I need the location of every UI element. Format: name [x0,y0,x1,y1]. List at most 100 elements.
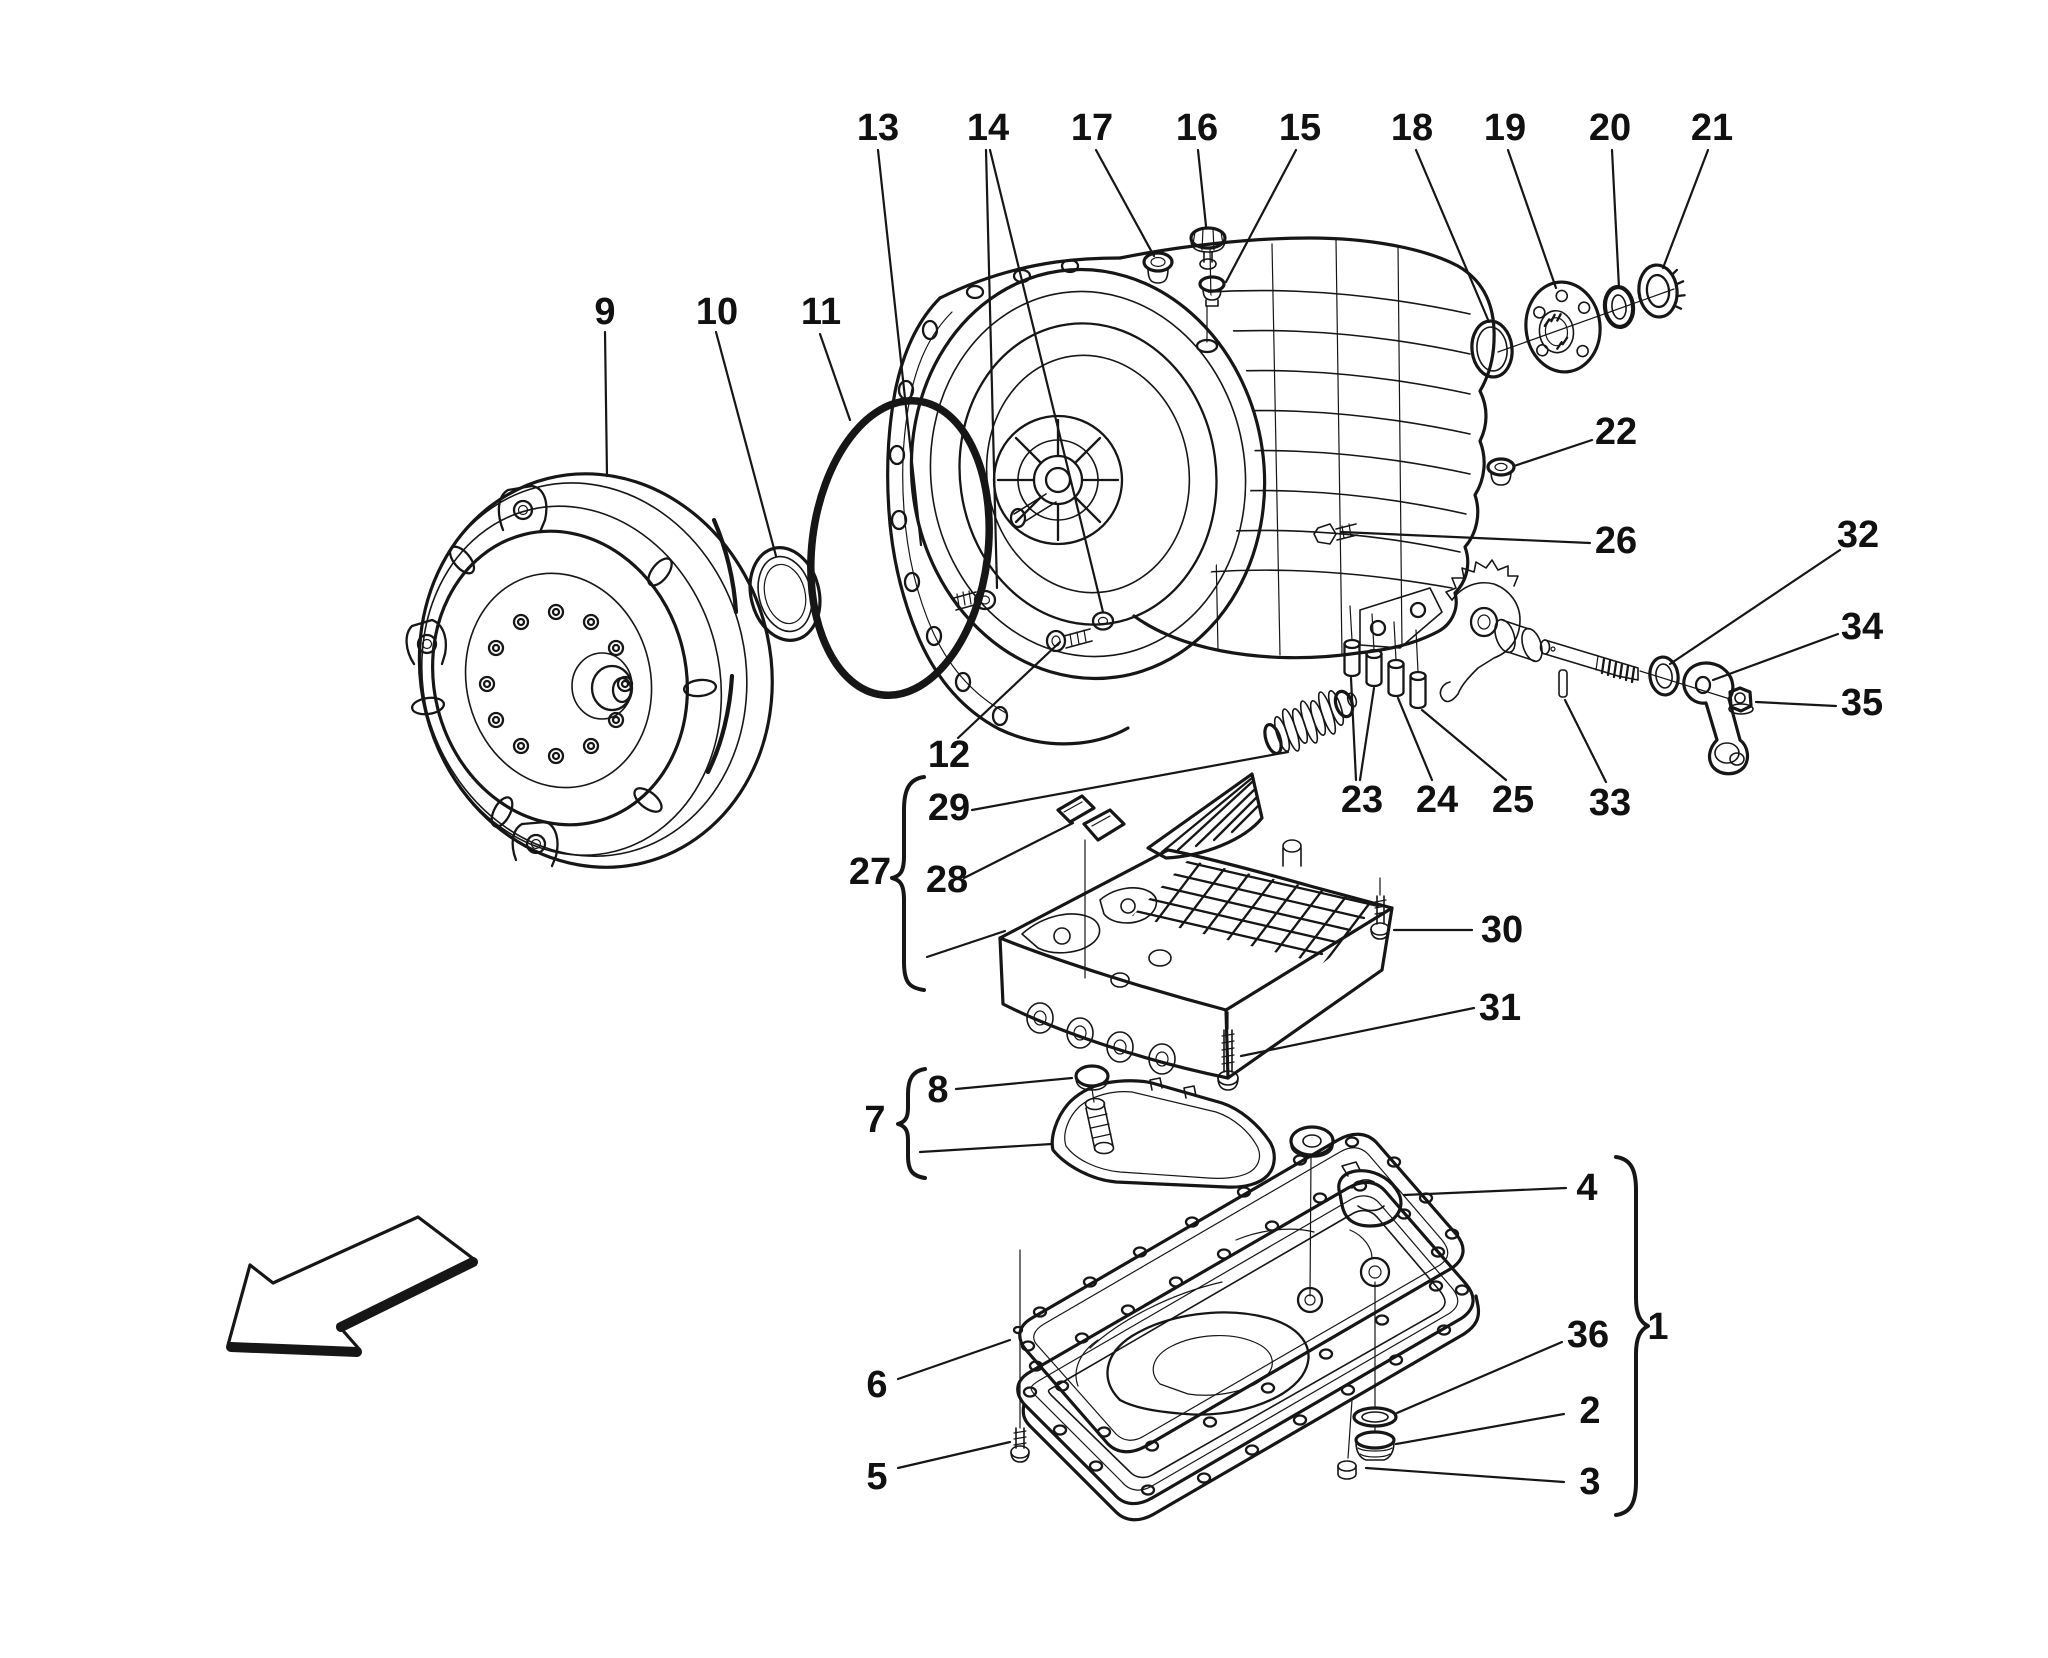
part-label-34: 34 [1841,606,1883,648]
part-label-32: 32 [1837,514,1879,556]
leader-line-27-0 [925,929,1007,959]
brace-group-1 [1614,1155,1650,1517]
leader-line-25-0 [1420,708,1508,782]
part-label-17: 17 [1071,107,1113,149]
part-label-11: 11 [801,291,841,333]
leader-line-31-0 [1239,1006,1476,1058]
tc-bolt-circle [478,603,634,765]
leader-line-23-0 [1349,676,1358,782]
bolt-5-drawing [1010,1427,1030,1463]
bolt-26-drawing [1313,523,1358,545]
leader-line-9-0 [603,330,609,478]
pins-23-24-25-drawing [1343,638,1427,710]
axis-line-13 [1639,670,1731,700]
part-label-28: 28 [926,859,968,901]
leader-line-16-0 [1196,148,1208,228]
axis-line-5 [1393,621,1397,661]
part-label-20: 20 [1589,107,1631,149]
part-label-1: 1 [1647,1306,1668,1348]
o-ring-gasket-11-drawing [807,396,993,700]
leader-line-32-0 [1668,548,1842,666]
part-label-29: 29 [928,787,970,829]
part-label-35: 35 [1841,682,1883,724]
part-label-27: 27 [849,851,891,893]
leader-line-11-0 [818,332,852,422]
axis-line-12 [1091,1088,1095,1103]
leader-line-6-0 [896,1338,1012,1381]
leader-line-13-0 [876,148,923,547]
pin-33-drawing [1558,669,1568,698]
part-label-12: 12 [928,734,970,776]
axis-line-4 [1371,613,1375,651]
part-label-23: 23 [1341,779,1383,821]
leader-line-29-0 [970,750,1290,812]
plug-22-drawing [1486,457,1516,486]
part-label-5: 5 [866,1456,887,1498]
axis-line-7 [1309,1156,1312,1297]
part-label-18: 18 [1391,107,1433,149]
flange-washer-14b [1091,611,1115,631]
leader-line-2-0 [1394,1412,1566,1446]
pan-gasket-drawing [1012,1132,1465,1454]
part-label-15: 15 [1279,107,1321,149]
part-label-4: 4 [1576,1167,1597,1209]
bolt-30-drawing [1370,895,1390,940]
washer-32-drawing [1648,655,1680,697]
drain-plug-2-drawing [1354,1430,1396,1461]
axis-line-3 [1349,605,1353,641]
part-label-31: 31 [1479,987,1521,1029]
tube-washer-drawing [1289,1125,1335,1158]
leader-line-35-0 [1754,700,1838,708]
part-label-33: 33 [1589,782,1631,824]
brace-group-27 [890,775,926,992]
leader-line-8-0 [954,1076,1074,1091]
seal-21-drawing [1637,263,1686,319]
leader-line-19-0 [1506,148,1558,290]
output-flange-19-drawing [1524,280,1602,374]
parking-gear-sector-drawing [1439,559,1521,703]
part-label-21: 21 [1691,107,1733,149]
pump-cone-drawing [1146,772,1264,860]
part-label-24: 24 [1416,779,1458,821]
part-label-19: 19 [1484,107,1526,149]
leader-line-26-0 [1339,530,1592,545]
part-label-2: 2 [1579,1390,1600,1432]
part-label-36: 36 [1567,1314,1609,1356]
leader-line-10-0 [714,330,778,558]
part-label-6: 6 [866,1364,887,1406]
part-label-7: 7 [864,1099,885,1141]
torque-converter-drawing [405,472,774,869]
part-label-30: 30 [1481,909,1523,951]
flange-screw-12 [1045,628,1093,653]
axis-line-10 [1347,1399,1353,1459]
bolt-31-drawing [1217,1029,1239,1091]
oil-filter-drawing [1050,1077,1276,1189]
leader-line-14-1 [988,148,1105,614]
part-label-22: 22 [1595,411,1637,453]
leader-line-21-0 [1661,148,1710,270]
part-label-10: 10 [696,291,738,333]
leader-line-3-0 [1364,1466,1566,1484]
axis-line-6 [1415,629,1419,673]
roller-spacer-drawing [1494,618,1543,663]
rubber-boot-29-drawing [1263,689,1358,756]
leader-line-14-0 [984,148,999,590]
leader-line-33-0 [1563,698,1608,784]
part-label-13: 13 [857,107,899,149]
axis-line-14 [1497,288,1675,353]
selector-shaft-drawing [1539,639,1639,684]
leader-line-24-0 [1396,696,1434,782]
part-label-8: 8 [927,1069,948,1111]
part-label-9: 9 [594,291,615,333]
leader-line-17-0 [1094,148,1156,258]
oil-filler-cap-16-drawing [1189,226,1227,270]
leader-line-12-0 [956,640,1062,740]
leader-line-7-0 [918,1142,1054,1154]
ring-20-drawing [1602,284,1636,330]
leader-line-5-0 [896,1440,1012,1470]
part-label-14: 14 [967,107,1009,149]
nut-3-drawing [1337,1460,1357,1480]
